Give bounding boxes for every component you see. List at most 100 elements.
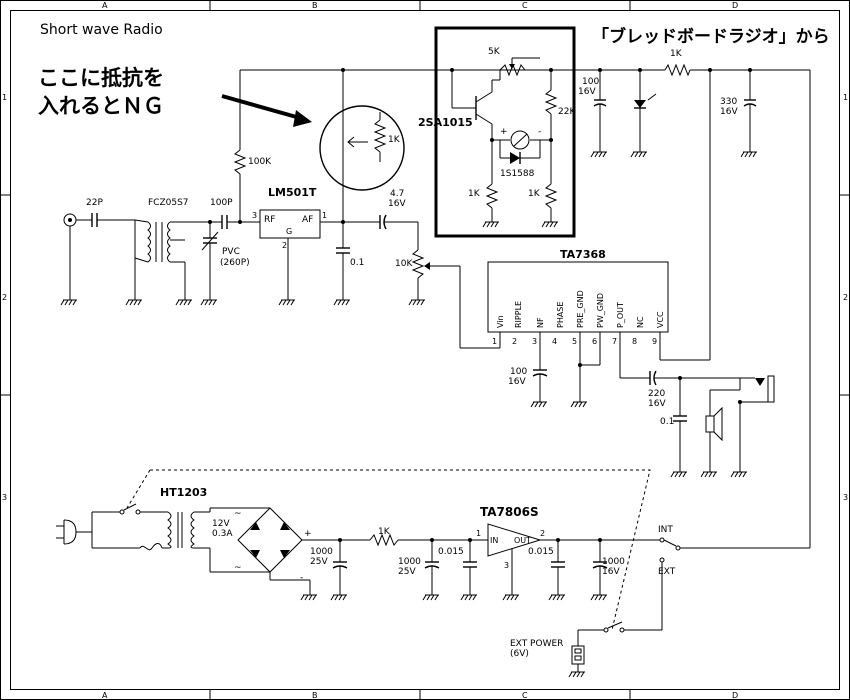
highlight-box [434,26,576,238]
ext-power-connector[interactable]: EXT POWER (6V) [510,639,585,672]
volume-control: 4.7 16V 10K [379,189,500,349]
ground-icon [590,151,607,158]
sw-ext-label: EXT [658,567,676,577]
r1k-left-label: 1K [468,189,481,199]
ground-icon [460,594,477,601]
pvc-label: PVC [222,247,240,257]
meter-minus: - [538,127,541,137]
ta7368-num-1: 1 [492,337,497,346]
c0015a-label: 0.015 [438,547,464,557]
r1k-ps-label: 1K [378,527,391,537]
r1k-probe-label: 1K [388,135,401,145]
ta7368-pin-phase: PHASE [556,302,565,328]
c330-label: 330 [720,97,737,107]
c220-label: 220 [648,389,665,399]
c100-nf-voltage: 16V [508,377,526,387]
diode-label: 1S1588 [500,169,535,179]
ta7368-num-8: 8 [632,337,637,346]
bridge-minus: - [300,573,303,583]
ta7806s-pin2: 2 [540,529,545,538]
c100-top-label: 100 [582,77,599,87]
ta7368-num-6: 6 [592,337,597,346]
c1000b-voltage: 25V [398,567,416,577]
capacitor-330u: 330 16V [720,70,757,152]
grid-row-2-right: 2 [843,293,848,302]
ext-power-switch[interactable] [577,621,636,646]
ground-icon [330,594,347,601]
lm501t-pin2: 2 [282,241,287,250]
ground-icon [630,151,647,158]
bridge-ac-2: ~ [234,563,242,573]
lm501t-title: LM501T [268,186,317,199]
warning-note-line2: 入れるとＮＧ [38,94,164,118]
ground-icon [502,594,519,601]
ac-plug-icon [56,519,92,545]
lm501t-af: AF [302,215,313,225]
page-title: Short wave Radio [40,22,163,38]
vr5k-label: 5K [488,47,501,57]
led-indicator [634,70,657,152]
ground-icon [422,594,439,601]
ta7368-num-9: 9 [652,337,657,346]
r22k-label: 22K [558,107,576,117]
ext-power-voltage: (6V) [510,649,529,659]
warning-arrow [221,94,312,127]
power-select-switch[interactable]: INT EXT [636,525,810,631]
ground-icon [408,299,425,306]
ta7368-pin-p-out: P_OUT [616,302,625,328]
bridge-rectifier: ~ ~ + - [234,507,312,583]
grid-row-1-right: 1 [843,93,848,102]
ta7368-pin-nf: NF [536,317,545,328]
speaker-icon [705,415,715,433]
resistor-1k-rail: 1K [664,49,691,77]
ground-icon [670,471,687,478]
front-end: 22P FCZ05S7 100P PVC (260P) 100K [63,149,272,300]
ground-icon [568,671,585,678]
capacitor-100u-top: 100 16V [578,70,607,152]
c1000a-label: 1000 [310,547,333,557]
c0015b-label: 0.015 [528,547,554,557]
ground-icon [548,594,565,601]
ta7368-num-7: 7 [612,337,617,346]
ta7368-title: TA7368 [560,248,606,261]
grid-col-a-bottom: A [102,691,108,700]
probe-resistor-circle: 1K [319,105,405,191]
c330-voltage: 16V [720,107,738,117]
transistor-meter-circuit: 5K 2SA1015 22K + - 1S1588 1K 1K [418,47,576,222]
grid-row-2: 2 [2,293,7,302]
pvc-value: (260P) [220,258,250,268]
r100k-label: 100K [248,157,272,167]
c1000b-label: 1000 [398,557,421,567]
grid-col-c-bottom: C [522,691,528,700]
r1k-right-label: 1K [528,189,541,199]
ext-power-label: EXT POWER [510,639,563,649]
c01-out-label: 0.1 [660,417,674,427]
lm501t-pin3: 3 [252,211,257,220]
sw-int-label: INT [658,525,673,535]
ta7368-num-2: 2 [512,337,517,346]
headphone-jack-icon[interactable] [738,375,775,472]
ground-icon [570,401,587,408]
grid-row-3-right: 3 [843,493,848,502]
ta7368-num-5: 5 [572,337,577,346]
ground-symbols [60,151,757,678]
lm501t-g: G [286,227,292,236]
ta7368-pin-ripple: RIPPLE [514,301,523,328]
meter-plus: + [500,127,508,137]
ground-icon [730,471,747,478]
warning-note-line1: ここに抵抗を [38,66,164,90]
c220-voltage: 16V [648,399,666,409]
ta7368-pin-pre-gnd: PRE_GND [576,290,585,328]
lm501t-rf: RF [264,215,275,225]
grid-col-d-bottom: D [732,691,738,700]
ta7368-pin-nc: NC [636,316,645,328]
grid-row-1: 1 [2,93,7,102]
ground-icon [60,299,77,306]
grid-col-c: C [522,1,528,10]
r1k-top-label: 1K [670,49,683,59]
transistor-label: 2SA1015 [418,116,473,129]
ground-icon [300,594,317,601]
ground-icon [200,299,217,306]
c1000a-voltage: 25V [310,557,328,567]
